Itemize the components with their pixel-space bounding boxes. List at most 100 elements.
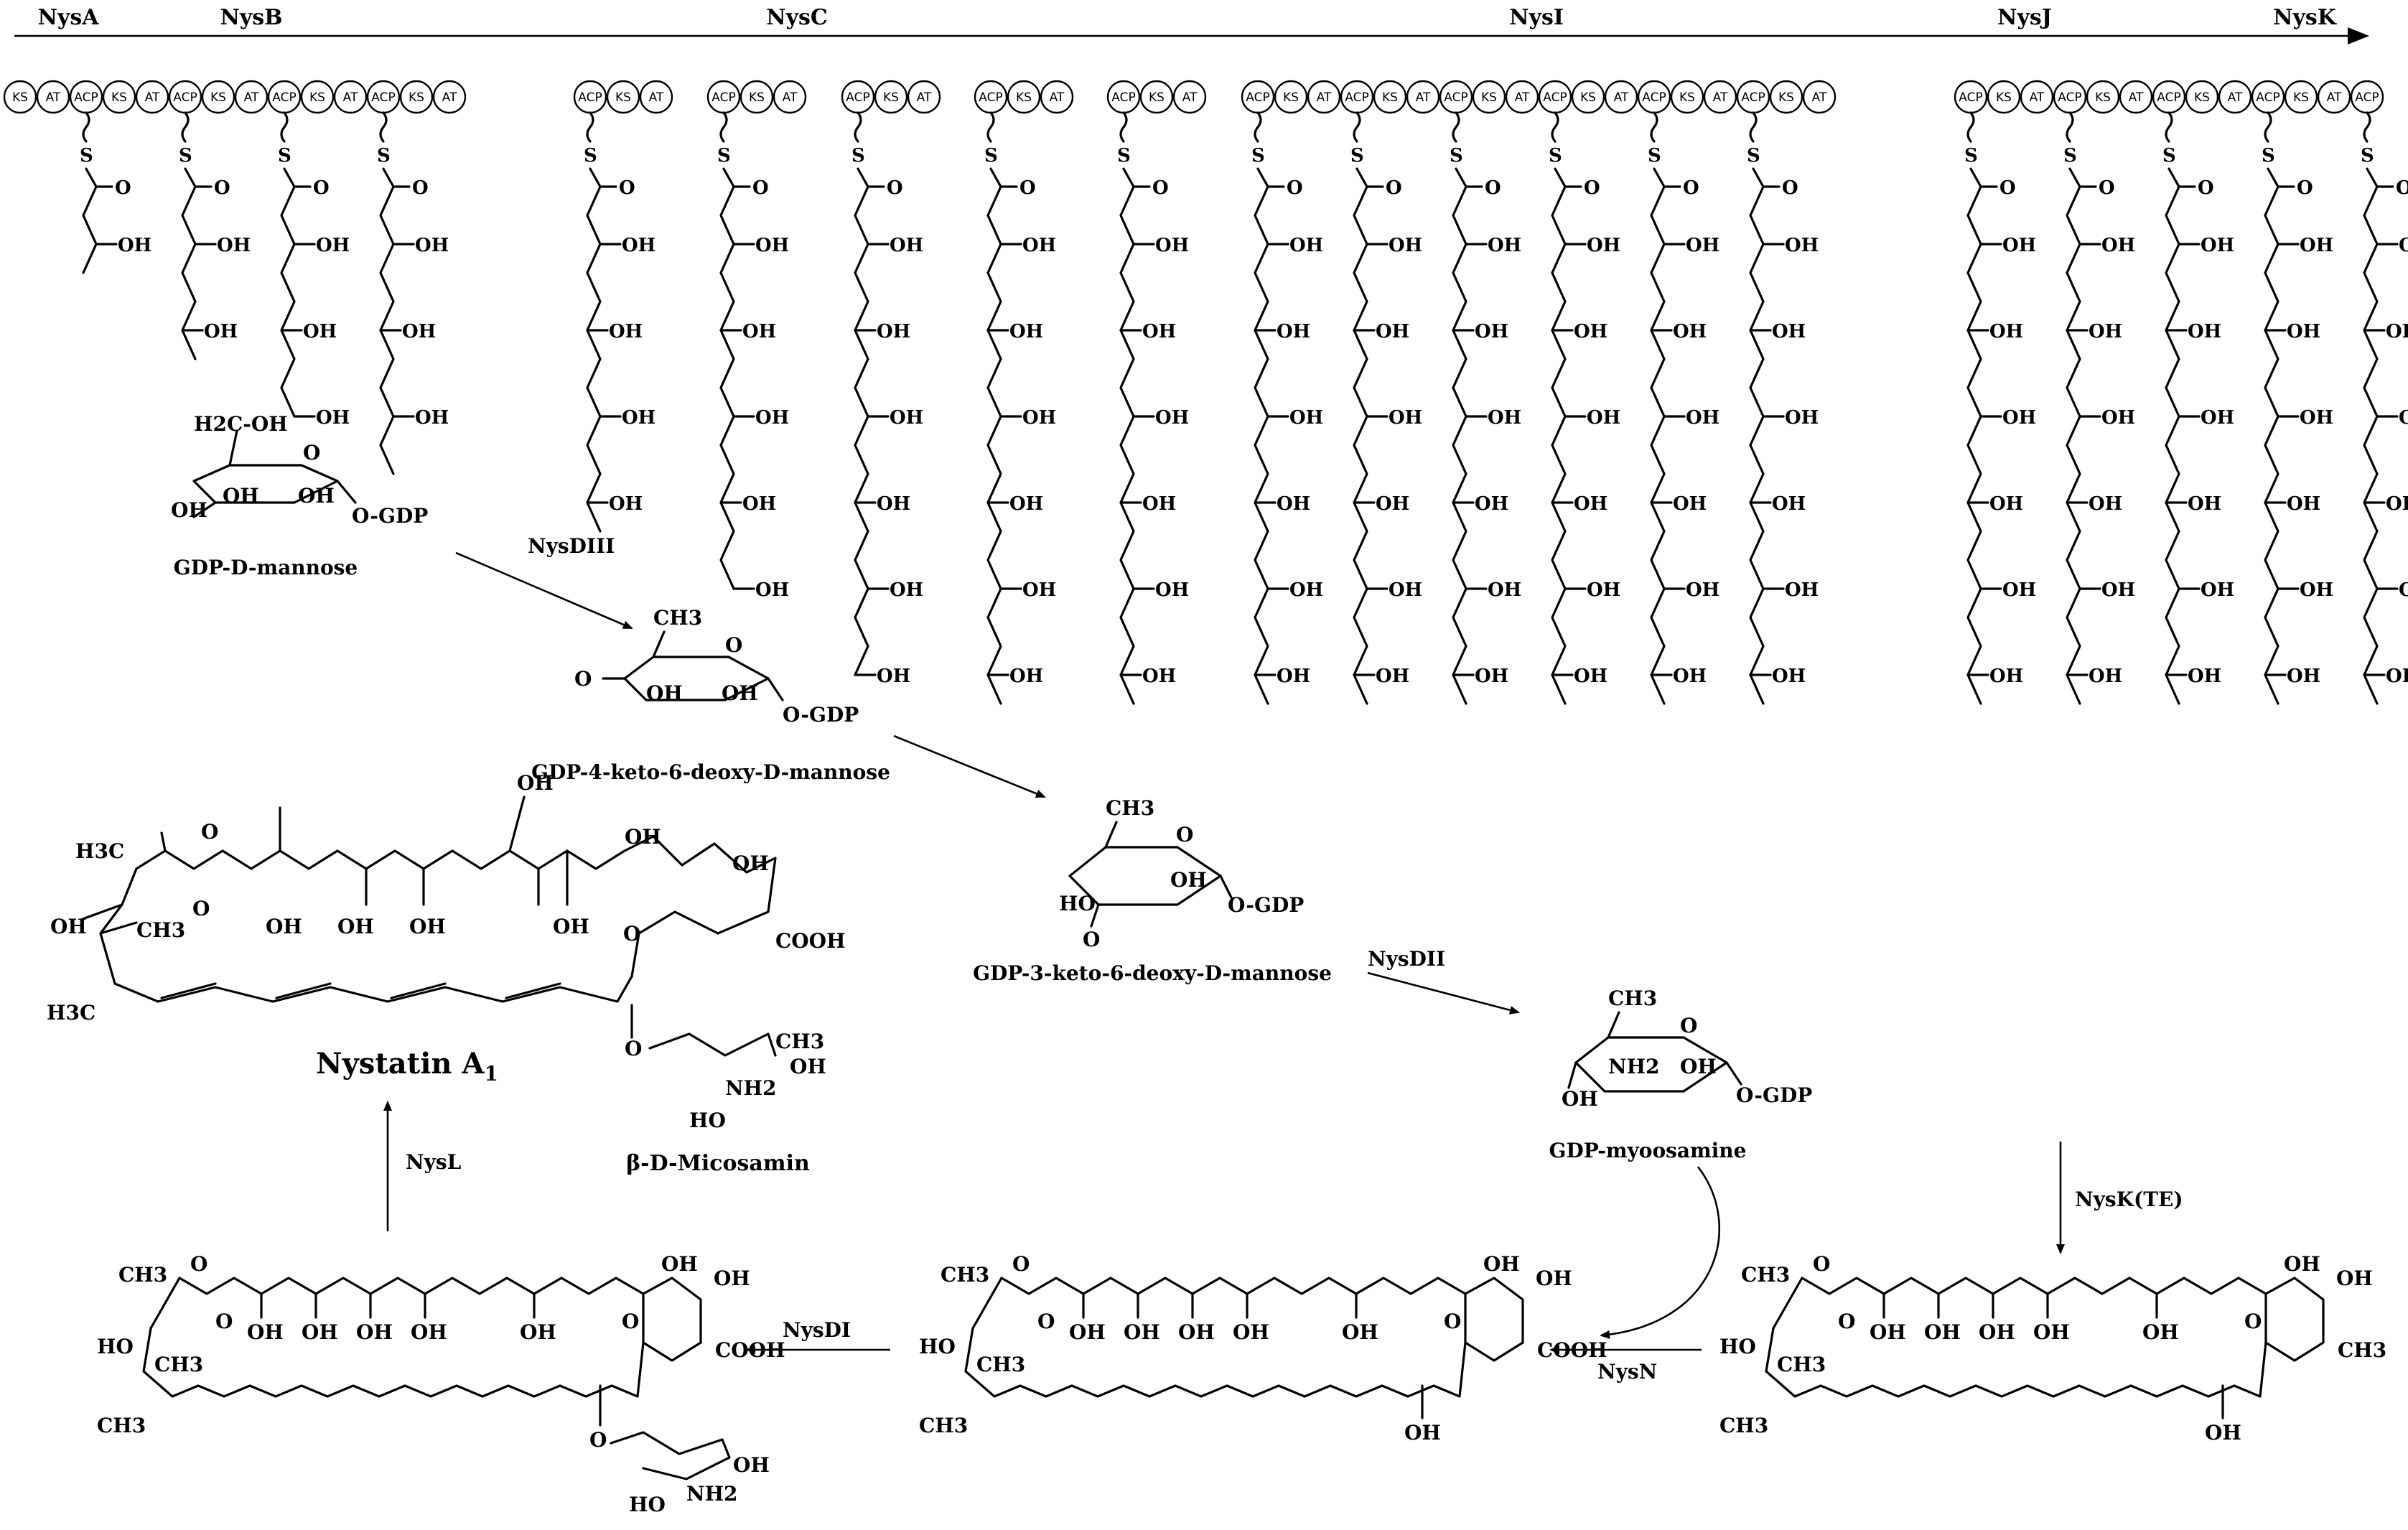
h2coh-label: H2C-OH	[194, 412, 288, 436]
domain-ks: KS	[201, 80, 235, 114]
oh-label: OH	[1989, 493, 2023, 515]
domain-acp: ACP	[1637, 80, 1671, 114]
ch3-label: CH3	[154, 1353, 203, 1376]
ring-o-label: O	[1012, 1252, 1030, 1276]
sulfur-label: S	[984, 145, 998, 167]
oh-label: OH	[1009, 666, 1043, 687]
oh-label: OH	[890, 407, 923, 429]
domain-at: AT	[1604, 80, 1638, 114]
ho-label: HO	[919, 1335, 956, 1358]
domain-at: AT	[1172, 80, 1207, 114]
domain-label: KS	[883, 90, 899, 105]
domain-acp: ACP	[1241, 80, 1275, 114]
h3c-label: H3C	[47, 1001, 95, 1025]
domain-label: ACP	[2256, 90, 2279, 105]
domain-label: KS	[1149, 90, 1165, 105]
sulfur-label: S	[377, 145, 391, 167]
sulfur-label: S	[851, 145, 865, 167]
domain-at: AT	[135, 80, 169, 114]
domain-ks: KS	[1670, 80, 1704, 114]
nysdii-label: NysDII	[1368, 947, 1445, 971]
arrow-keto4-to-keto3	[893, 734, 1046, 798]
domain-label: ACP	[979, 90, 1002, 105]
domain-label: AT	[1515, 90, 1530, 105]
sulfur-label: S	[1251, 145, 1265, 167]
ch3-label: CH3	[976, 1353, 1025, 1376]
oh-label: OH	[409, 915, 446, 938]
oh-label: OH	[1979, 1320, 2015, 1344]
oh-label: OH	[1686, 407, 1719, 429]
carbonyl-o-label: O	[2099, 177, 2115, 199]
domain-label: ACP	[74, 90, 98, 105]
oh-label: OH	[2089, 493, 2122, 515]
oh-label: OH	[1924, 1320, 1961, 1344]
carbonyl-o-label: O	[412, 177, 429, 199]
carbonyl-o-label: O	[1999, 177, 2016, 199]
domain-at: AT	[639, 80, 673, 114]
oh-label: OH	[118, 235, 151, 256]
module-label-nysk: NysK	[2273, 5, 2337, 30]
oh-label: OH	[1574, 321, 1607, 342]
domain-label: AT	[46, 90, 61, 105]
keto-o-label: O	[574, 667, 592, 691]
oh-label: OH	[609, 321, 643, 342]
gdp-3-keto-structure: CH3 O HO O OH O-GDP GDP-3-keto-6-deoxy-D…	[973, 796, 1332, 985]
domain-label: ACP	[846, 90, 869, 105]
domain-label: KS	[1996, 90, 2012, 105]
domain-ks: KS	[102, 80, 136, 114]
domain-acp: ACP	[2053, 80, 2087, 114]
domain-label: KS	[309, 90, 325, 105]
domain-label: ACP	[711, 90, 735, 105]
domain-at: AT	[1307, 80, 1341, 114]
gdp-4-keto-caption: GDP-4-keto-6-deoxy-D-mannose	[531, 760, 890, 784]
domain-acp: ACP	[974, 80, 1008, 114]
oh-label: OH	[1785, 235, 1819, 256]
ch3-label: CH3	[653, 606, 702, 630]
module-label-nysj: NysJ	[1997, 5, 2052, 30]
nh2-label: NH2	[686, 1482, 738, 1506]
ch3-label: CH3	[1719, 1414, 1768, 1437]
oh-label: OH	[2101, 407, 2135, 429]
oh-label: OH	[2142, 1320, 2179, 1344]
oh-label: OH	[2386, 321, 2408, 342]
oh-label: OH	[247, 1320, 284, 1344]
domain-ks: KS	[3, 80, 37, 114]
carbonyl-o-label: O	[2396, 177, 2408, 199]
oh-label: OH	[1475, 321, 1508, 342]
ring-o-label: O	[1680, 1014, 1697, 1037]
ho-label: HO	[629, 1493, 666, 1516]
nysn-label: NysN	[1597, 1360, 1657, 1384]
oh-label: OH	[1673, 321, 1707, 342]
sulfur-label: S	[278, 145, 291, 167]
oh-label: OH	[1170, 868, 1207, 892]
ho-label: HO	[1059, 892, 1096, 915]
oh-label: OH	[1069, 1320, 1106, 1344]
domain-label: AT	[2030, 90, 2045, 105]
oh-label: OH	[2386, 666, 2408, 687]
oh-label: OH	[2300, 407, 2333, 429]
oh-label: OH	[1483, 1252, 1520, 1276]
ch3-label: CH3	[941, 1263, 989, 1287]
domain-at: AT	[36, 80, 70, 114]
oh-label: OH	[733, 1453, 770, 1477]
oh-label: OH	[517, 771, 554, 795]
oh-label: OH	[877, 321, 910, 342]
domain-acp: ACP	[2251, 80, 2285, 114]
domain-label: ACP	[2157, 90, 2180, 105]
domain-label: ACP	[1444, 90, 1467, 105]
oh-label: OH	[722, 681, 758, 705]
nystatin-a1-structure: H3C O O OH CH3 H3C OH OH OH OH OH OH OH …	[47, 771, 846, 1176]
domain-at: AT	[1703, 80, 1737, 114]
carbonyl-o-label: O	[1838, 1310, 1855, 1333]
oh-label: OH	[1673, 493, 1707, 515]
h3c-label: H3C	[75, 839, 124, 863]
oh-label: OH	[877, 666, 910, 687]
oh-label: OH	[755, 407, 789, 429]
module-label-nysc: NysC	[766, 5, 828, 30]
